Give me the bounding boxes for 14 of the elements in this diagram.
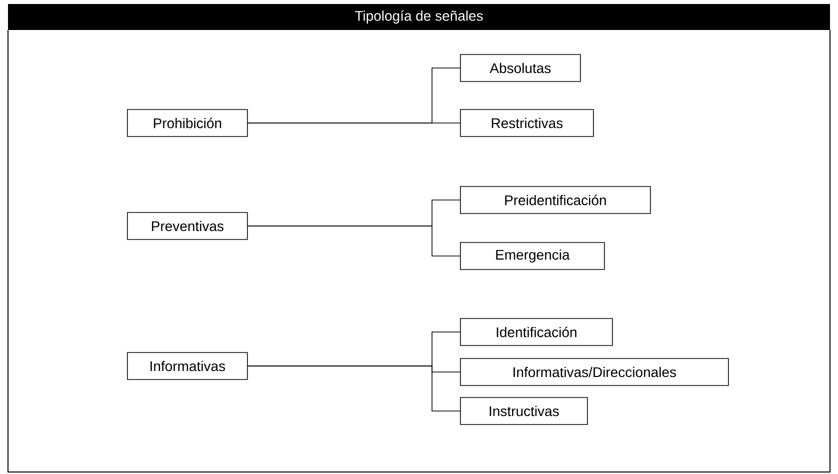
category-box: Instructivas: [460, 397, 588, 425]
category-box: Absolutas: [460, 54, 581, 82]
category-box: Prohibición: [127, 109, 248, 137]
category-box: Informativas: [127, 352, 248, 380]
category-box: Preventivas: [127, 212, 248, 240]
connector-line: [247, 122, 460, 124]
title-bar: Tipología de señales: [8, 4, 830, 30]
connector-line: [247, 366, 460, 412]
category-box: Restrictivas: [460, 109, 594, 137]
connector-line: [247, 226, 460, 256]
category-box: Informativas/Direccionales: [460, 358, 729, 386]
category-box: Preidentificación: [460, 186, 651, 214]
category-box: Emergencia: [460, 242, 605, 270]
category-box: Identificación: [460, 318, 613, 346]
